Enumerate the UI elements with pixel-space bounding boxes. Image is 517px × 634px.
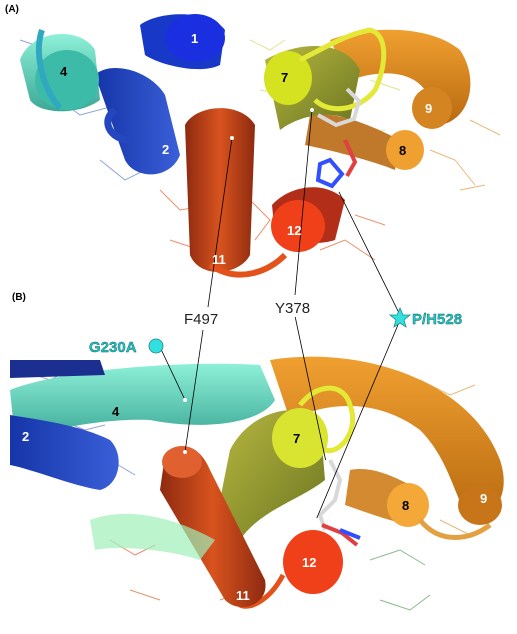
helix-11-cap-b	[162, 446, 202, 478]
helix-9-cap-b	[458, 485, 502, 525]
line-y378-bottom	[294, 315, 327, 463]
f497-label-bg	[181, 309, 229, 328]
residue-label-y378: Y378	[275, 300, 310, 317]
line-g230a	[159, 346, 186, 401]
helix-4b-tail	[90, 513, 215, 560]
line-f497-bottom	[184, 329, 204, 453]
dot-y378-b	[324, 460, 328, 464]
dot-g230a-b	[183, 398, 187, 402]
line-ph528-top	[337, 189, 401, 316]
callout-lines	[159, 109, 401, 521]
helix-label-4-a: 4	[60, 64, 68, 79]
loop-2-a	[104, 107, 131, 144]
line-ph528-bottom	[315, 319, 401, 521]
loop-4-a	[36, 29, 63, 110]
helix-label-9-a: 9	[425, 101, 432, 116]
helix-label-9-b: 9	[480, 491, 487, 506]
helix-label-12-a: 12	[287, 223, 301, 238]
helix-8-a	[305, 114, 400, 170]
helix-9-cap-a	[412, 87, 452, 129]
helix-8-cap-a	[386, 130, 424, 170]
helix-label-2-a: 2	[162, 142, 169, 157]
helix-2-a	[95, 67, 180, 175]
dot-y378-a	[310, 108, 314, 112]
star-icon	[388, 306, 412, 328]
helix-11-b	[160, 446, 266, 608]
helix-label-12-b: 12	[302, 555, 316, 570]
panel-b	[10, 356, 504, 611]
loop-7-a	[298, 27, 387, 112]
tyrosine-sticks-b	[317, 459, 361, 547]
line-y378-top	[294, 109, 313, 296]
helix-12-cap-b	[283, 530, 343, 594]
panel-label-a: (A)	[5, 4, 19, 15]
helix-label-11-b: 11	[236, 588, 250, 603]
helix-7-cap-a	[264, 51, 312, 105]
circle-marker-icon	[148, 338, 164, 354]
dot-f497-a	[230, 136, 234, 140]
residue-label-ph528: P/H528	[412, 311, 462, 328]
dot-f497-b	[183, 450, 187, 454]
helix-12-cap-a	[271, 200, 325, 252]
helix-label-11-a: 11	[212, 252, 226, 267]
y378-label-bg	[272, 298, 322, 317]
panel-a	[19, 14, 501, 278]
helix-4-b	[10, 363, 275, 440]
residue-label-g230a: G230A	[89, 339, 137, 356]
helix-label-1-a: 1	[191, 31, 198, 46]
helix-label-4-b: 4	[112, 404, 120, 419]
dot-ph528-a	[336, 188, 340, 192]
helix-label-7-b: 7	[293, 431, 300, 446]
tyrosine-sticks-a	[315, 87, 362, 189]
helix-7-cap-b	[272, 408, 328, 468]
dot-ph528-b	[314, 518, 318, 522]
loop-8-b	[418, 518, 492, 540]
residue-label-f497: F497	[184, 311, 218, 328]
loop-7-b	[298, 385, 356, 454]
helix-9-b	[270, 356, 504, 520]
panel-label-b: (B)	[12, 292, 26, 303]
helix-8-cap-b	[387, 483, 429, 527]
helix-label-8-a: 8	[399, 143, 406, 158]
helix-2b-top	[10, 360, 105, 378]
helix-2-b	[10, 415, 119, 490]
helix-label-8-b: 8	[402, 498, 409, 513]
helix-1-cap-a	[165, 14, 225, 62]
helix-label-2-b: 2	[22, 429, 29, 444]
callout-dots	[183, 108, 340, 522]
line-f497-top	[207, 137, 233, 308]
helix-label-7-a: 7	[281, 70, 288, 85]
loop-11-a	[208, 252, 288, 278]
helix-11-a	[185, 108, 255, 272]
